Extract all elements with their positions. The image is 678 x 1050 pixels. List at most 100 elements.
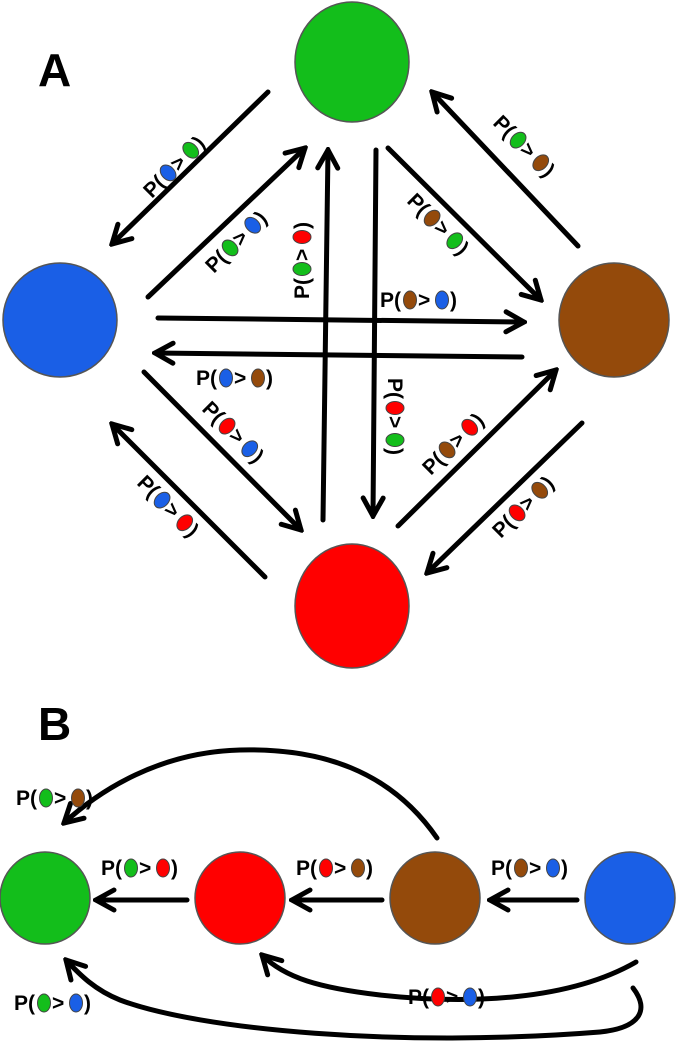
label-dot-brown bbox=[514, 858, 528, 878]
label-prefix-text: P( bbox=[383, 378, 406, 399]
arrow-blue-to-green bbox=[145, 148, 305, 300]
label-dot-brown bbox=[71, 788, 85, 808]
arrow-brown-to-blue bbox=[155, 353, 525, 357]
label-prefix-text: P( bbox=[380, 289, 401, 312]
label-dot-green bbox=[509, 131, 527, 149]
label-dot-green bbox=[182, 141, 200, 159]
label-dot-green bbox=[37, 993, 51, 1013]
label-dot-green bbox=[221, 239, 239, 257]
label-dot-green bbox=[292, 262, 312, 276]
label-prefix-text: P( bbox=[14, 992, 35, 1015]
label-suffix-text: ) bbox=[383, 448, 406, 455]
edge-label-blue-to-green: P(>) bbox=[201, 207, 272, 278]
label-gt-text: > bbox=[418, 289, 430, 312]
label-dot-blue bbox=[69, 993, 83, 1013]
label-dot-green bbox=[124, 858, 138, 878]
node-blue bbox=[2, 262, 118, 378]
arrow-green-to-red bbox=[373, 147, 376, 516]
label-suffix-text: ) bbox=[561, 857, 568, 880]
node-red bbox=[294, 543, 410, 669]
edge-label-blue-to-green: P( >) bbox=[14, 992, 91, 1015]
arrow-blue-to-red bbox=[262, 955, 639, 1002]
node-brown bbox=[389, 851, 481, 945]
label-gt-text: > bbox=[334, 857, 346, 880]
label-dot-red bbox=[508, 504, 526, 522]
label-prefix-text: P( bbox=[291, 278, 314, 299]
label-gt-text: > bbox=[139, 857, 151, 880]
node-green bbox=[0, 851, 91, 945]
panel-a-letter: A bbox=[38, 44, 71, 96]
label-suffix-text: ) bbox=[478, 986, 485, 1009]
label-prefix-text: P( bbox=[408, 986, 429, 1009]
arrow-brown-to-green bbox=[432, 92, 581, 249]
edge-label-red-to-green: P( >) bbox=[101, 857, 178, 880]
label-gt-text: > bbox=[529, 857, 541, 880]
label-dot-blue bbox=[153, 491, 171, 509]
node-blue bbox=[584, 851, 676, 945]
arrow-green-to-brown bbox=[385, 145, 541, 300]
label-dot-red bbox=[156, 858, 170, 878]
node-brown bbox=[558, 262, 670, 378]
label-dot-blue bbox=[546, 858, 560, 878]
arrow-brown-to-green bbox=[64, 747, 440, 841]
label-gt-text: > bbox=[446, 986, 458, 1009]
label-dot-red bbox=[385, 401, 405, 415]
edge-label-green-to-red: P( >) bbox=[383, 378, 406, 455]
edge-label-brown-to-green: P( >) bbox=[16, 787, 93, 810]
label-dot-green bbox=[385, 433, 405, 447]
label-dot-blue bbox=[159, 164, 177, 182]
label-gt-text: > bbox=[52, 992, 64, 1015]
edge-label-blue-to-red: P(>) bbox=[197, 397, 268, 468]
edge-label-blue-to-brown: P( >) bbox=[491, 857, 568, 880]
arrow-red-to-green bbox=[323, 150, 328, 523]
label-suffix-text: ) bbox=[266, 367, 273, 390]
label-dot-blue bbox=[463, 987, 477, 1007]
label-gt-text: > bbox=[54, 787, 66, 810]
label-dot-blue bbox=[244, 216, 262, 234]
label-suffix-text: ) bbox=[84, 992, 91, 1015]
edge-label-blue-to-red: P( >) bbox=[408, 986, 485, 1009]
edge-label-red-to-green: P( >) bbox=[291, 222, 314, 299]
label-dot-brown bbox=[438, 441, 456, 459]
arrow-red-to-brown bbox=[395, 370, 556, 529]
label-dot-blue bbox=[219, 368, 233, 388]
label-suffix-text: ) bbox=[171, 857, 178, 880]
label-dot-red bbox=[319, 858, 333, 878]
edge-label-brown-to-blue: P(>) bbox=[196, 367, 273, 390]
node-red bbox=[194, 851, 286, 945]
edge-label-brown-to-red: P(>) bbox=[296, 857, 373, 880]
label-suffix-text: ) bbox=[86, 787, 93, 810]
label-dot-brown bbox=[532, 154, 550, 172]
arrow-blue-to-brown bbox=[155, 318, 524, 322]
arrow-brown-to-red bbox=[427, 420, 585, 573]
arrow-green-to-blue bbox=[112, 89, 271, 244]
label-dot-brown bbox=[531, 481, 549, 499]
label-gt-text: > bbox=[291, 249, 314, 261]
label-dot-green bbox=[39, 788, 53, 808]
node-green bbox=[294, 1, 410, 123]
label-dot-red bbox=[461, 418, 479, 436]
arrow-blue-to-red bbox=[141, 369, 301, 530]
label-prefix-text: P( bbox=[491, 857, 512, 880]
label-dot-green bbox=[446, 232, 464, 250]
label-gt-text: > bbox=[383, 416, 406, 428]
label-prefix-text: P( bbox=[101, 857, 122, 880]
label-dot-brown bbox=[351, 858, 365, 878]
edge-label-brown-to-green: P(>) bbox=[488, 111, 559, 182]
label-dot-red bbox=[218, 417, 236, 435]
label-prefix-text: P( bbox=[296, 857, 317, 880]
label-dot-brown bbox=[251, 368, 265, 388]
label-suffix-text: ) bbox=[291, 222, 314, 229]
label-dot-brown bbox=[423, 209, 441, 227]
label-dot-red bbox=[292, 230, 312, 244]
label-dot-red bbox=[431, 987, 445, 1007]
label-dot-blue bbox=[241, 440, 259, 458]
edge-label-red-to-blue: P(>) bbox=[132, 471, 203, 542]
label-dot-red bbox=[176, 514, 194, 532]
label-dot-blue bbox=[435, 290, 449, 310]
label-prefix-text: P( bbox=[16, 787, 37, 810]
edge-label-blue-to-brown: P(>) bbox=[380, 289, 457, 312]
panel-b-letter: B bbox=[38, 698, 71, 750]
edge-label-green-to-blue: P(>) bbox=[139, 132, 210, 203]
